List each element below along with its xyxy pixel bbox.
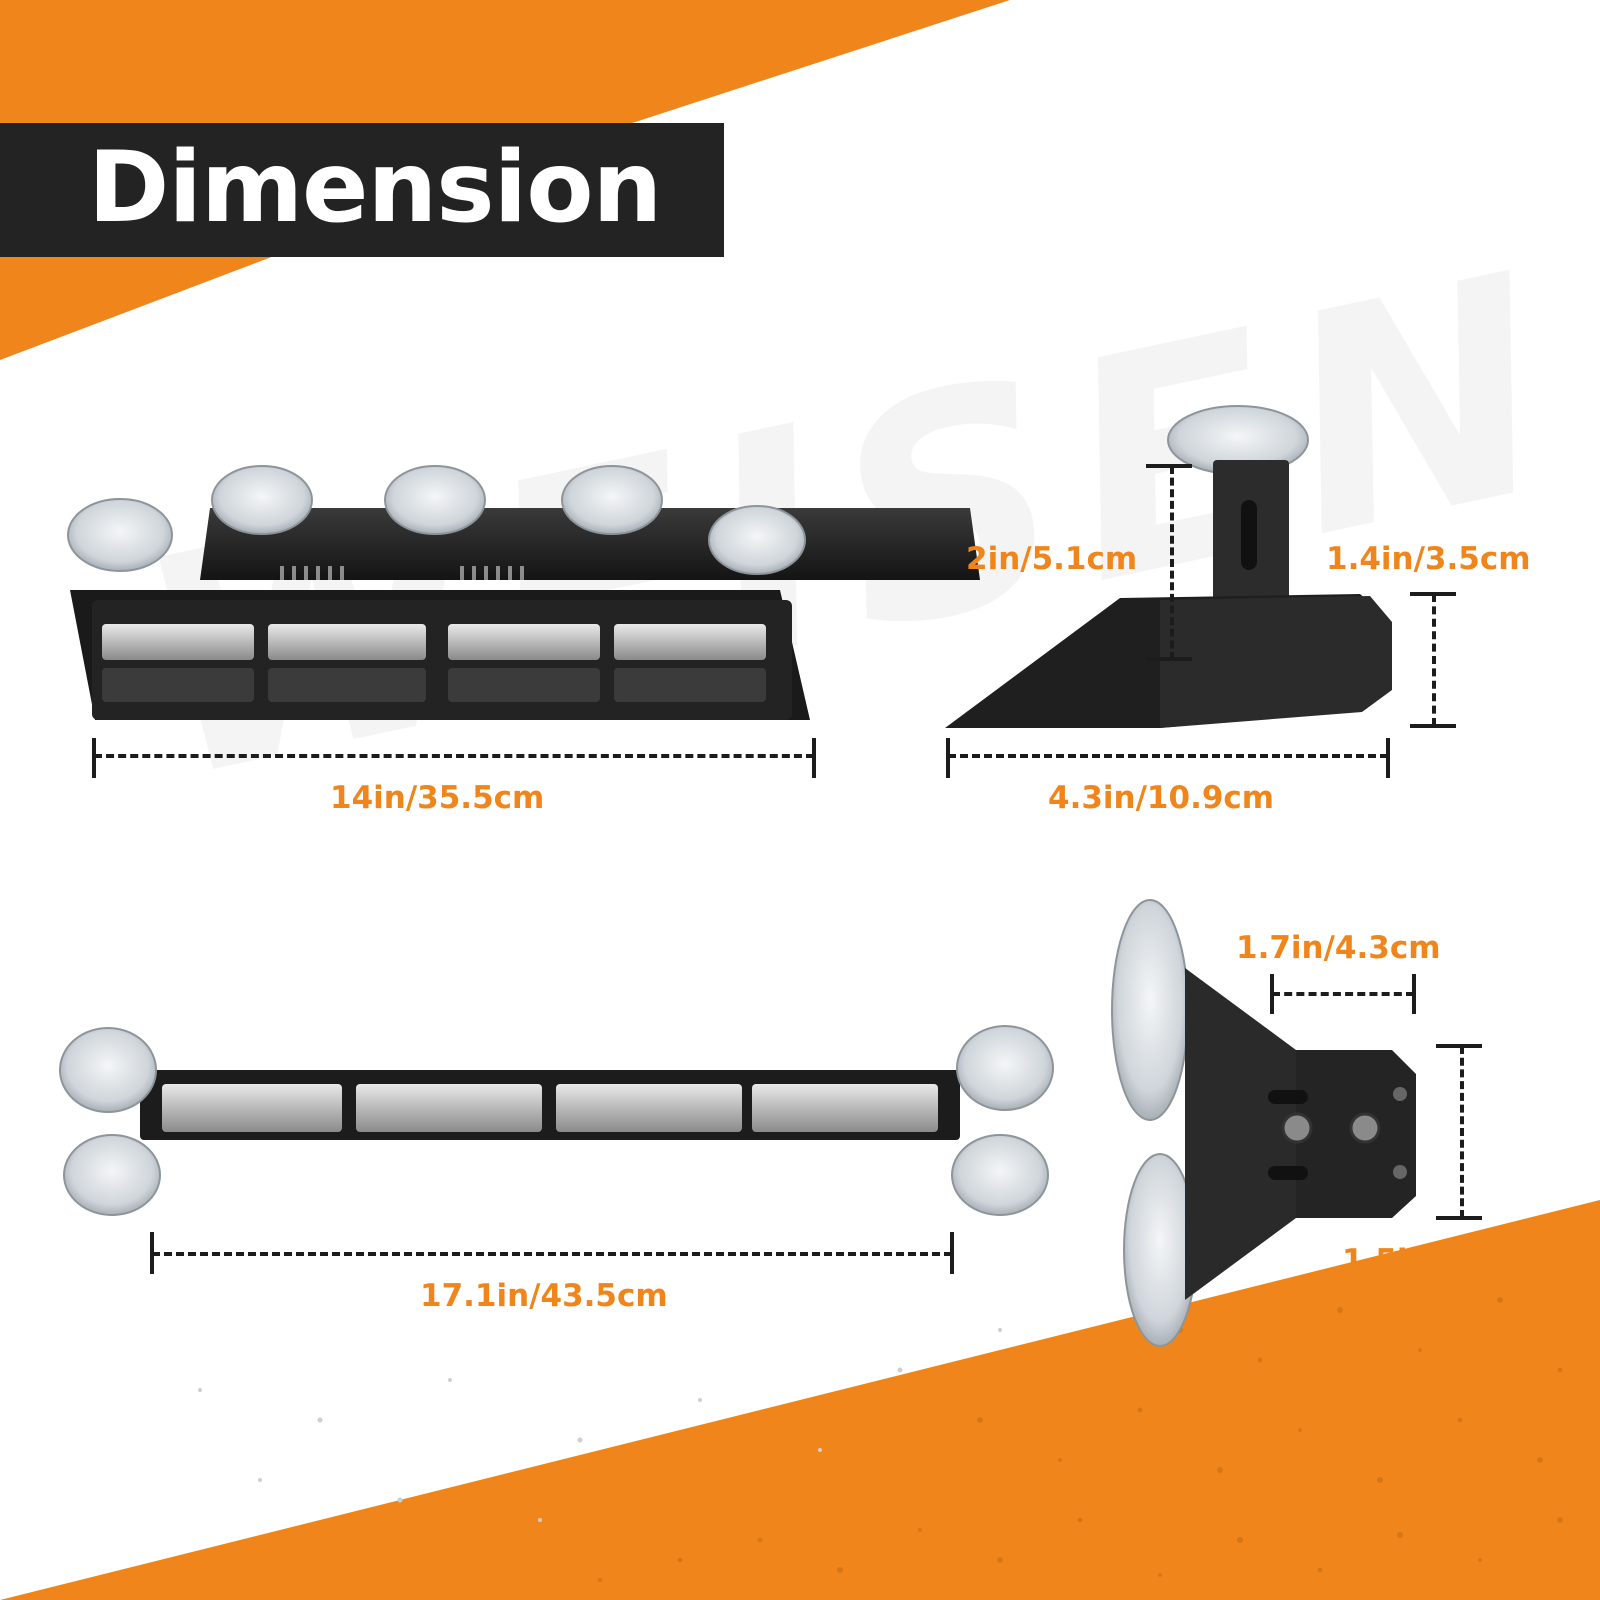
- full-width-cap-left: [150, 1232, 154, 1274]
- full-width-label: 17.1in/43.5cm: [420, 1278, 668, 1314]
- extended-lightbar: [59, 1025, 1054, 1216]
- side-thickness-cap-top: [1410, 592, 1456, 596]
- bracket-width-cap-left: [1270, 974, 1274, 1014]
- front-width-cap-left: [92, 738, 96, 778]
- side-height-cap-bottom: [1146, 657, 1192, 661]
- front-width-label: 14in/35.5cm: [330, 780, 545, 816]
- bracket-height-cap-bottom: [1436, 1216, 1482, 1220]
- side-depth-cap-left: [946, 738, 950, 778]
- front-view-lightbar: [67, 465, 980, 720]
- front-width-line: [94, 754, 814, 758]
- side-thickness-cap-bottom: [1410, 724, 1456, 728]
- side-thickness-line: [1432, 594, 1436, 726]
- side-height-line: [1170, 466, 1174, 660]
- bracket-width-line: [1272, 992, 1414, 996]
- side-depth-cap-right: [1386, 738, 1390, 778]
- bracket-width-label: 1.7in/4.3cm: [1236, 930, 1441, 966]
- page-title: Dimension: [88, 131, 662, 245]
- bracket-view: [1111, 899, 1416, 1347]
- side-view-lightbar: [945, 405, 1392, 728]
- front-width-cap-right: [812, 738, 816, 778]
- bracket-height-label: 1.5in/3:8cm: [1342, 1243, 1548, 1279]
- side-height-cap-top: [1146, 464, 1192, 468]
- side-height-label: 2in/5.1cm: [966, 541, 1138, 577]
- top-orange-band: [0, 0, 1010, 360]
- bracket-height-line: [1460, 1046, 1464, 1218]
- side-depth-label: 4.3in/10.9cm: [1048, 780, 1275, 816]
- white-speckles: [198, 1328, 1002, 1522]
- bracket-width-cap-right: [1412, 974, 1416, 1014]
- full-width-cap-right: [950, 1232, 954, 1274]
- full-width-line: [152, 1252, 952, 1256]
- side-depth-line: [948, 754, 1388, 758]
- bottom-speckles: [598, 1297, 1563, 1582]
- title-banner: [0, 123, 724, 257]
- side-thickness-label: 1.4in/3.5cm: [1326, 541, 1531, 577]
- bracket-height-cap-top: [1436, 1044, 1482, 1048]
